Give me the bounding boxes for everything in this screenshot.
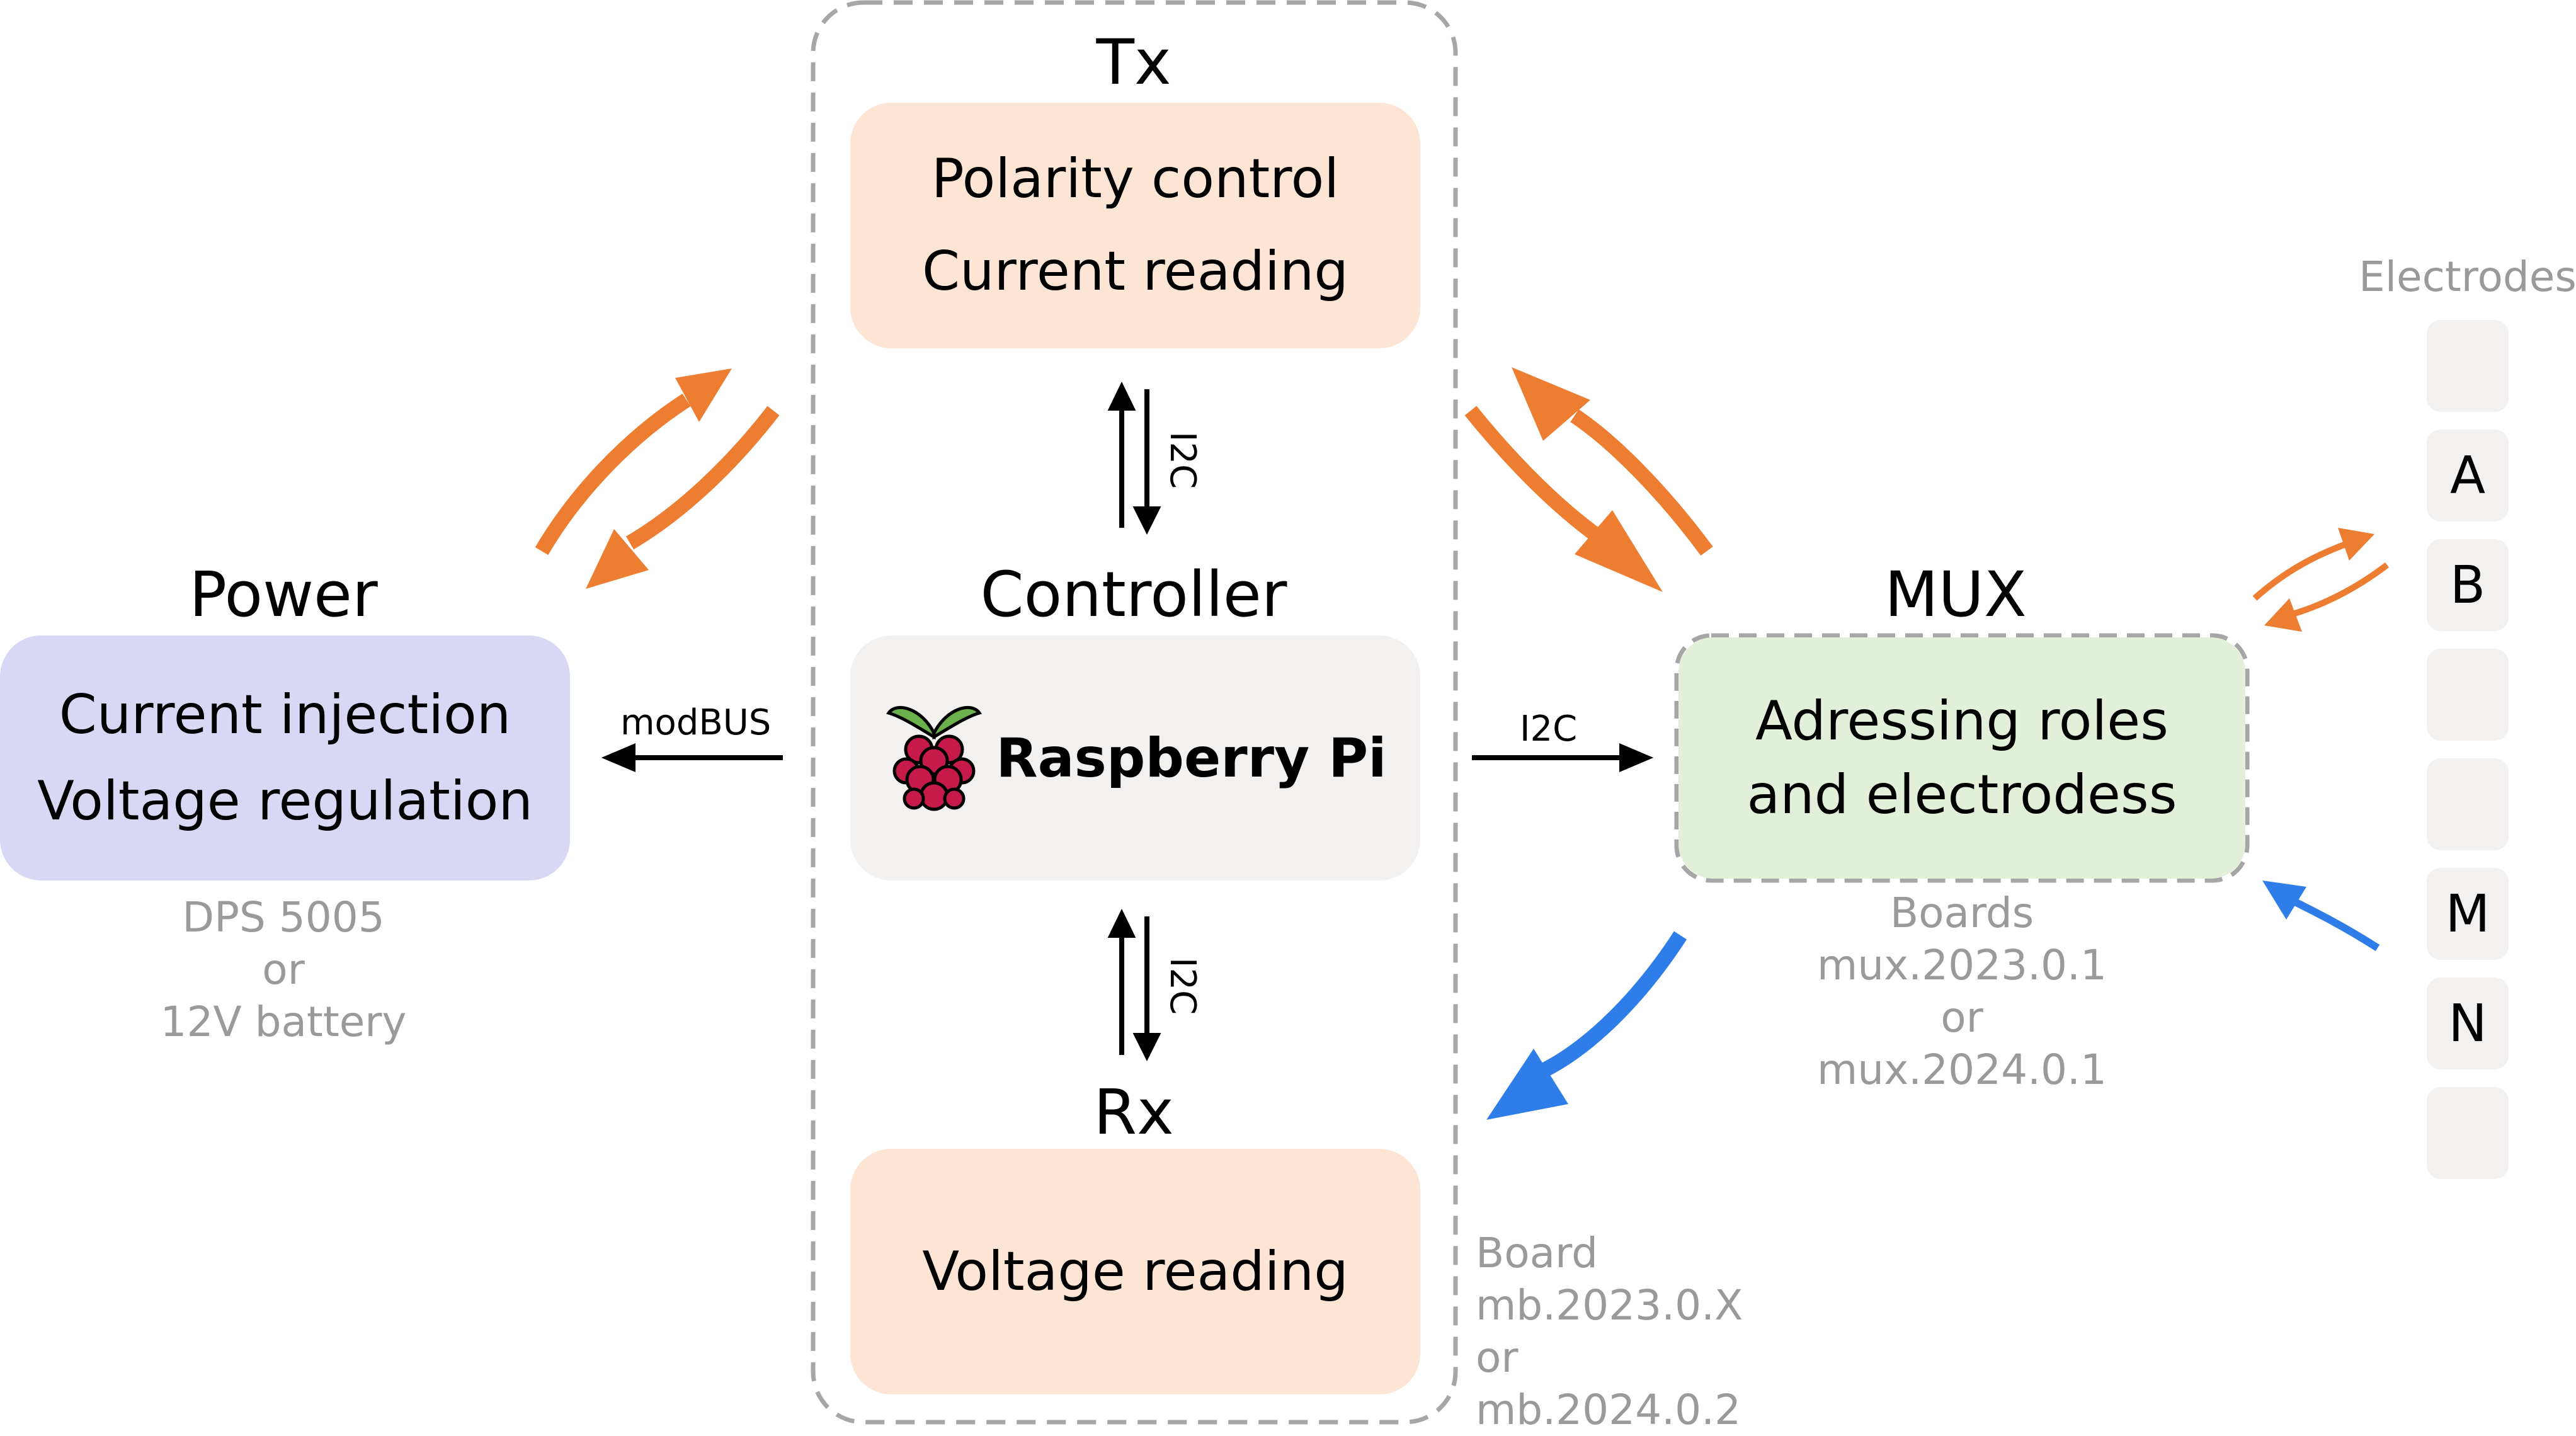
mux-note: Boards mux.2023.0.1 or mux.2024.0.1 (1816, 889, 2107, 1094)
controller-title: Controller (980, 559, 1287, 631)
electrode-slot (2427, 1087, 2509, 1179)
mux-box: Adressing roles and electrodess (1678, 637, 2245, 879)
electrode-slot: B (2427, 539, 2509, 631)
power-line-voltage: Voltage regulation (37, 769, 533, 833)
power-title: Power (189, 559, 378, 631)
tx-mux-arrows (1464, 367, 1713, 592)
label-controller-rx-i2c: I2C (1162, 957, 1203, 1015)
mux-box-border (1674, 633, 2250, 883)
mux-title: MUX (1884, 559, 2027, 631)
power-tx-arrows (535, 368, 780, 589)
electrode-slot (2427, 758, 2509, 850)
tx-line-current: Current reading (922, 240, 1348, 303)
power-box: Current injection Voltage regulation (0, 635, 570, 880)
rx-line-voltage: Voltage reading (922, 1239, 1348, 1303)
power-line-current: Current injection (59, 683, 511, 746)
raspberry-pi-logo-icon (886, 705, 983, 811)
main-board-group (811, 0, 1458, 1425)
mux-line-roles: Adressing roles (1755, 689, 2169, 753)
mux-rx-blue-arrow (1486, 931, 1687, 1120)
electrode-slot (2427, 649, 2509, 741)
controller-power-arrow (601, 743, 783, 773)
mux-electrodes-arrows (2252, 528, 2390, 632)
board-note: Board mb.2023.0.X or mb.2024.0.2 (1476, 1229, 1743, 1434)
controller-box: Raspberry Pi (850, 635, 1420, 880)
rx-box: Voltage reading (850, 1149, 1420, 1394)
rx-title: Rx (1093, 1076, 1174, 1149)
controller-rx-arrows (1107, 908, 1161, 1061)
mux-line-electrodes: and electrodess (1747, 763, 2177, 826)
raspberry-pi-logo-text: Raspberry Pi (996, 726, 1387, 790)
controller-mux-arrow (1472, 743, 1654, 773)
label-tx-controller-i2c: I2C (1162, 431, 1203, 489)
electrodes-mux-blue-arrow (2262, 880, 2380, 952)
electrodes-title: Electrodes (2359, 253, 2576, 301)
label-controller-mux-i2c: I2C (1520, 709, 1578, 749)
tx-line-polarity: Polarity control (931, 147, 1340, 211)
tx-title: Tx (1096, 26, 1171, 99)
tx-box: Polarity control Current reading (850, 103, 1420, 348)
tx-controller-arrows (1107, 381, 1161, 535)
electrode-slot: A (2427, 430, 2509, 521)
power-note: DPS 5005 or 12V battery (160, 893, 407, 1046)
label-controller-power-modbus: modBUS (620, 702, 772, 743)
electrode-slot: M (2427, 868, 2509, 960)
electrode-slot: N (2427, 977, 2509, 1069)
electrode-slot (2427, 320, 2509, 412)
